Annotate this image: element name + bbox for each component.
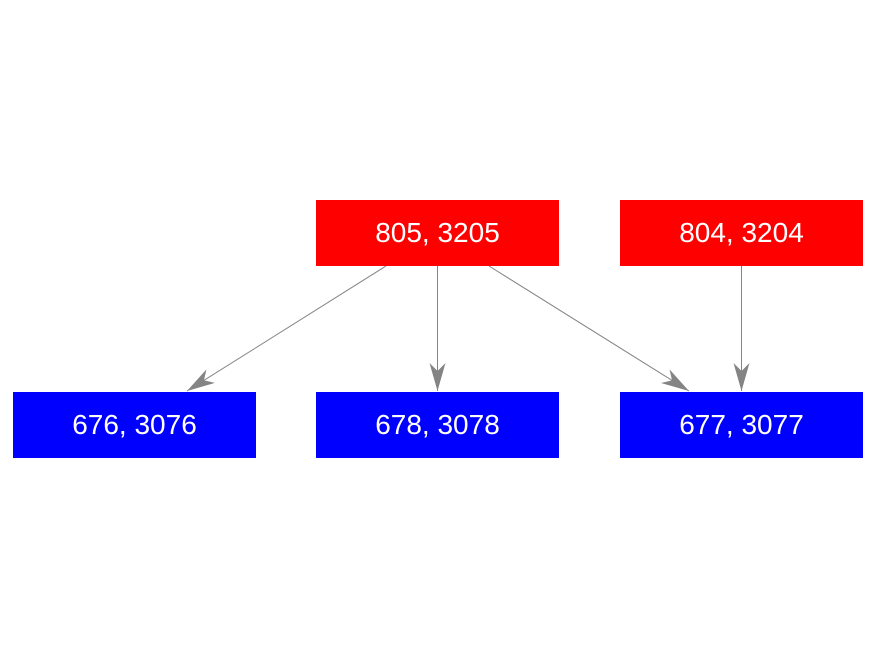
graph-node-804-3204: 804, 3204 bbox=[620, 200, 863, 266]
graph-node-678-3078: 678, 3078 bbox=[316, 392, 559, 458]
graph-node-676-3076: 676, 3076 bbox=[13, 392, 256, 458]
edge-arrow-805-3205-to-677-3077 bbox=[488, 265, 690, 392]
edge-group bbox=[186, 265, 750, 392]
node-label: 805, 3205 bbox=[375, 217, 500, 248]
node-label: 677, 3077 bbox=[679, 409, 804, 440]
node-label: 804, 3204 bbox=[679, 217, 804, 248]
graph-node-805-3205: 805, 3205 bbox=[316, 200, 559, 266]
edge-arrow-805-3205-to-676-3076 bbox=[186, 265, 387, 392]
node-label: 678, 3078 bbox=[375, 409, 500, 440]
node-label: 676, 3076 bbox=[72, 409, 197, 440]
graph-node-677-3077: 677, 3077 bbox=[620, 392, 863, 458]
